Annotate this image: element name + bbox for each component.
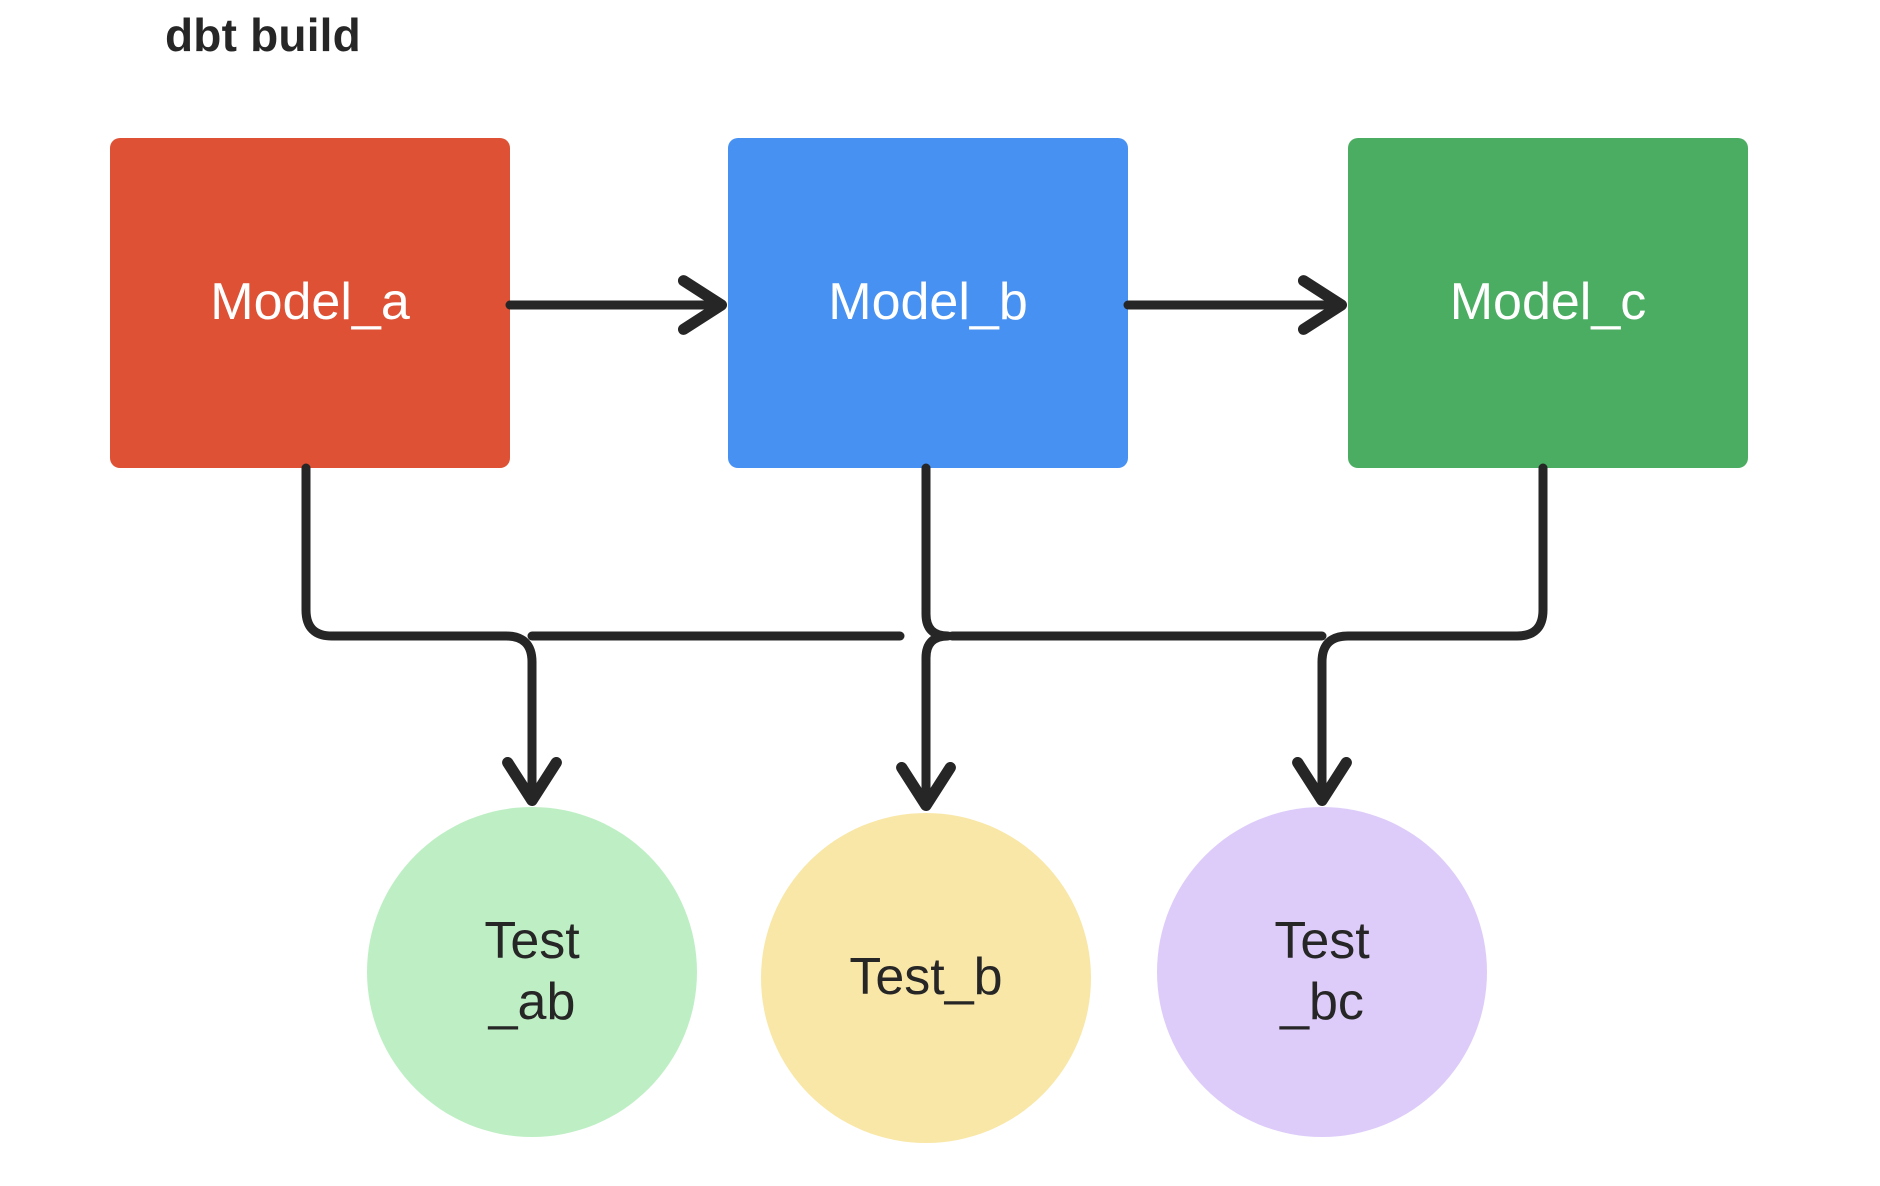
node-model-b[interactable] (728, 138, 1128, 468)
node-test-ab[interactable] (367, 807, 697, 1137)
edge-model-c-test-bc (1322, 463, 1548, 795)
node-model-a[interactable] (110, 138, 510, 468)
node-model-c[interactable] (1348, 138, 1748, 468)
edge-model-b-test-b (926, 463, 948, 800)
node-test-bc[interactable] (1157, 807, 1487, 1137)
diagram-title: dbt build (165, 9, 361, 61)
edge-model-a-test-ab (301, 463, 532, 795)
node-test-b[interactable] (761, 813, 1091, 1143)
